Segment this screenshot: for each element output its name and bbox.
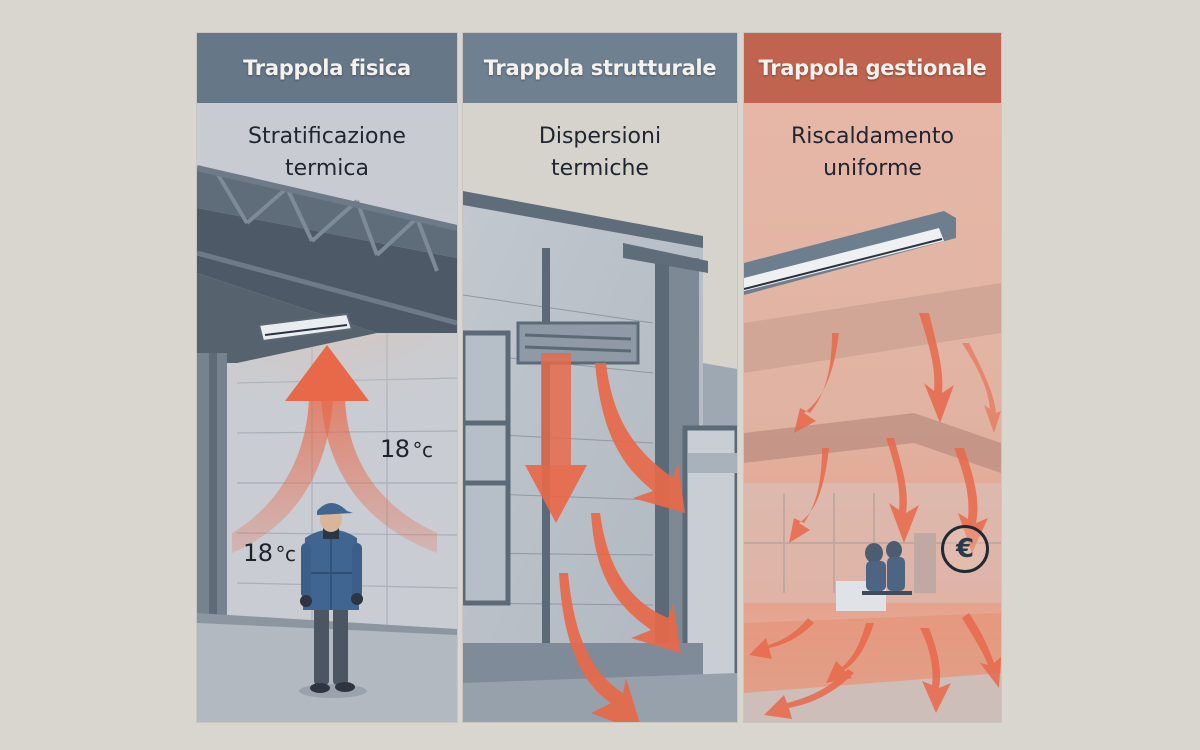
temperature-unit: °c xyxy=(275,542,297,566)
header-title: Trappola strutturale xyxy=(483,56,717,80)
facade-scene xyxy=(463,103,737,722)
header-title: Trappola fisica xyxy=(243,56,411,80)
panel-header: Trappola fisica xyxy=(197,33,457,103)
subtitle-line-2: uniforme xyxy=(823,156,922,181)
panel-subtitle: Riscaldamento uniforme xyxy=(744,121,1001,185)
panel-management-trap: Trappola gestionale Riscaldamento unifor… xyxy=(744,33,1001,722)
euro-cost-icon: € xyxy=(941,525,989,573)
panel-header: Trappola gestionale xyxy=(744,33,1001,103)
worker-figure xyxy=(299,503,367,698)
temperature-label-lower: 18°c xyxy=(243,539,296,567)
panel-header: Trappola strutturale xyxy=(463,33,737,103)
temperature-value: 18 xyxy=(243,539,273,567)
temperature-label-upper: 18°c xyxy=(380,435,433,463)
panel-physical-trap: Trappola fisica Stratificazione termica … xyxy=(197,33,457,722)
panel-subtitle: Dispersioni termiche xyxy=(463,121,737,185)
header-title: Trappola gestionale xyxy=(758,56,987,80)
temperature-unit: °c xyxy=(412,438,434,462)
panel-subtitle: Stratificazione termica xyxy=(197,121,457,185)
warehouse-scene xyxy=(197,103,457,722)
panel-structural-trap: Trappola strutturale Dispersioni termich… xyxy=(463,33,737,722)
subtitle-line-1: Riscaldamento xyxy=(791,124,954,149)
subtitle-line-2: termica xyxy=(285,156,369,181)
subtitle-line-1: Dispersioni xyxy=(538,124,662,149)
subtitle-line-2: termiche xyxy=(551,156,649,181)
temperature-value: 18 xyxy=(380,435,410,463)
subtitle-line-1: Stratificazione xyxy=(248,124,406,149)
